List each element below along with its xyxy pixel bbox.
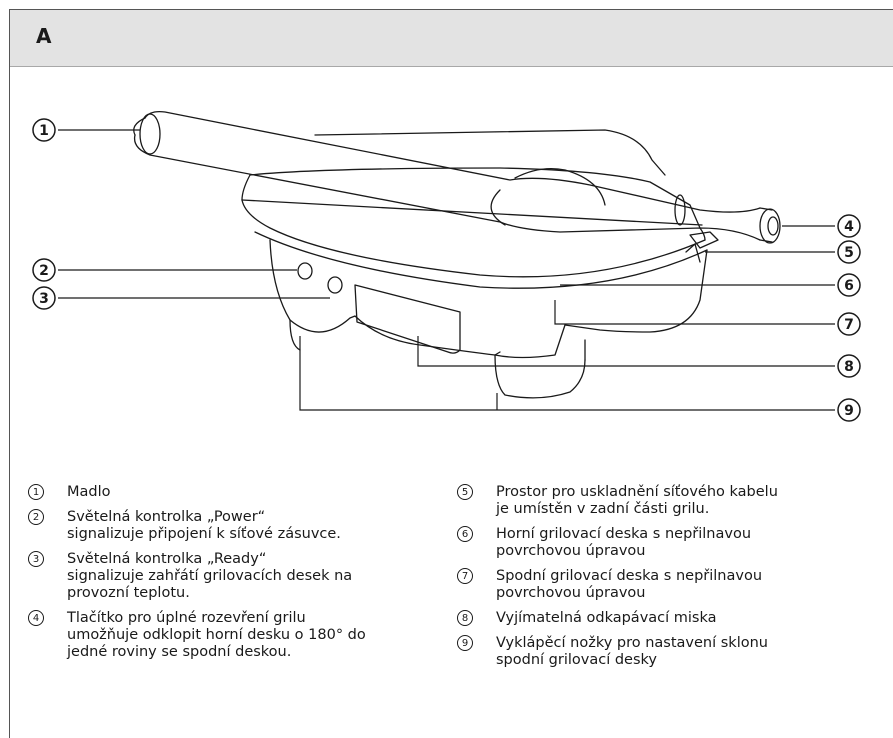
callout-label-3: 3	[39, 291, 49, 307]
legend-item: 6 Horní grilovací deska s nepřilnavou po…	[456, 526, 876, 560]
power-light	[297, 262, 313, 280]
grill-foot-left	[289, 319, 301, 351]
legend-number-badge: 8	[457, 610, 473, 626]
callout-4	[837, 214, 861, 238]
legend-item: 2 Světelná kontrolka „Power“ signalizuje…	[27, 509, 372, 543]
legend-text: Prostor pro uskladnění síťového kabelu j…	[496, 484, 778, 517]
callout-3	[32, 286, 56, 310]
legend-right: 5 Prostor pro uskladnění síťového kabelu…	[456, 484, 876, 677]
callout-label-6: 6	[844, 278, 854, 294]
legend-text: Spodní grilovací deska s nepřilnavou pov…	[496, 568, 763, 601]
legend-number-badge: 3	[28, 551, 44, 567]
legend-item: 8 Vyjímatelná odkapávací miska	[456, 610, 876, 627]
legend-text: Vyjímatelná odkapávací miska	[496, 610, 717, 626]
callout-6	[837, 273, 861, 297]
legend-number-badge: 1	[28, 484, 44, 500]
callout-label-7: 7	[844, 317, 854, 333]
legend-number-badge: 7	[457, 568, 473, 584]
legend-item: 3 Světelná kontrolka „Ready“ signalizuje…	[27, 551, 372, 602]
ready-light	[327, 276, 343, 294]
svg-text:9: 9	[462, 638, 468, 649]
legend-number-badge: 5	[457, 484, 473, 500]
section-letter: A	[36, 24, 52, 48]
legend-text: Světelná kontrolka „Ready“ signalizuje z…	[67, 551, 353, 601]
upper-plate-outline	[241, 199, 706, 278]
callout-label-2: 2	[39, 263, 49, 279]
callout-1	[32, 118, 56, 142]
legend-item: 7 Spodní grilovací deska s nepřilnavou p…	[456, 568, 876, 602]
legend-item: 1 Madlo	[27, 484, 372, 501]
grill-lid-back	[314, 129, 666, 176]
plate-seam	[254, 231, 708, 289]
legend-text: Horní grilovací deska s nepřilnavou povr…	[496, 526, 752, 559]
callout-label-1: 1	[39, 123, 49, 139]
legend-left: 1 Madlo 2 Světelná kontrolka „Power“ sig…	[27, 484, 372, 669]
legend-text: Madlo	[67, 484, 111, 500]
drip-tray-window	[354, 284, 461, 354]
leader-7	[554, 300, 835, 325]
legend-item: 5 Prostor pro uskladnění síťového kabelu…	[456, 484, 876, 518]
svg-text:3: 3	[33, 554, 39, 565]
svg-text:1: 1	[33, 487, 39, 498]
callout-5	[837, 240, 861, 264]
cord-storage	[689, 231, 719, 249]
page-frame	[9, 9, 893, 738]
legend-number-badge: 4	[28, 610, 44, 626]
callout-label-4: 4	[844, 219, 854, 235]
legend-number-badge: 6	[457, 526, 473, 542]
callout-label-9: 9	[844, 403, 854, 419]
leader-8	[417, 336, 835, 367]
drip-tray-bottom	[494, 354, 586, 399]
callout-9	[837, 398, 861, 422]
leader-9	[299, 336, 835, 411]
callout-7	[837, 312, 861, 336]
section-header: A	[10, 10, 893, 67]
legend-item: 4 Tlačítko pro úplné rozevření grilu umo…	[27, 610, 372, 661]
svg-text:4: 4	[33, 613, 39, 624]
callout-2	[32, 258, 56, 282]
handle	[144, 110, 761, 213]
svg-text:5: 5	[462, 487, 468, 498]
grill-lid-top	[249, 167, 701, 229]
legend-number-badge: 2	[28, 509, 44, 525]
legend-text: Tlačítko pro úplné rozevření grilu umožň…	[67, 610, 366, 660]
svg-text:8: 8	[462, 613, 468, 624]
svg-text:2: 2	[33, 512, 39, 523]
legend-text: Světelná kontrolka „Power“ signalizuje p…	[67, 509, 341, 542]
lower-housing	[269, 239, 501, 356]
legend-text: Vyklápěcí nožky pro nastavení sklonu spo…	[496, 635, 768, 668]
legend-item: 9 Vyklápěcí nožky pro nastavení sklonu s…	[456, 635, 876, 669]
svg-text:7: 7	[462, 571, 468, 582]
release-button	[759, 208, 781, 244]
callout-label-8: 8	[844, 359, 854, 375]
svg-text:6: 6	[462, 529, 468, 540]
callout-8	[837, 354, 861, 378]
callout-label-5: 5	[844, 245, 854, 261]
legend-number-badge: 9	[457, 635, 473, 651]
